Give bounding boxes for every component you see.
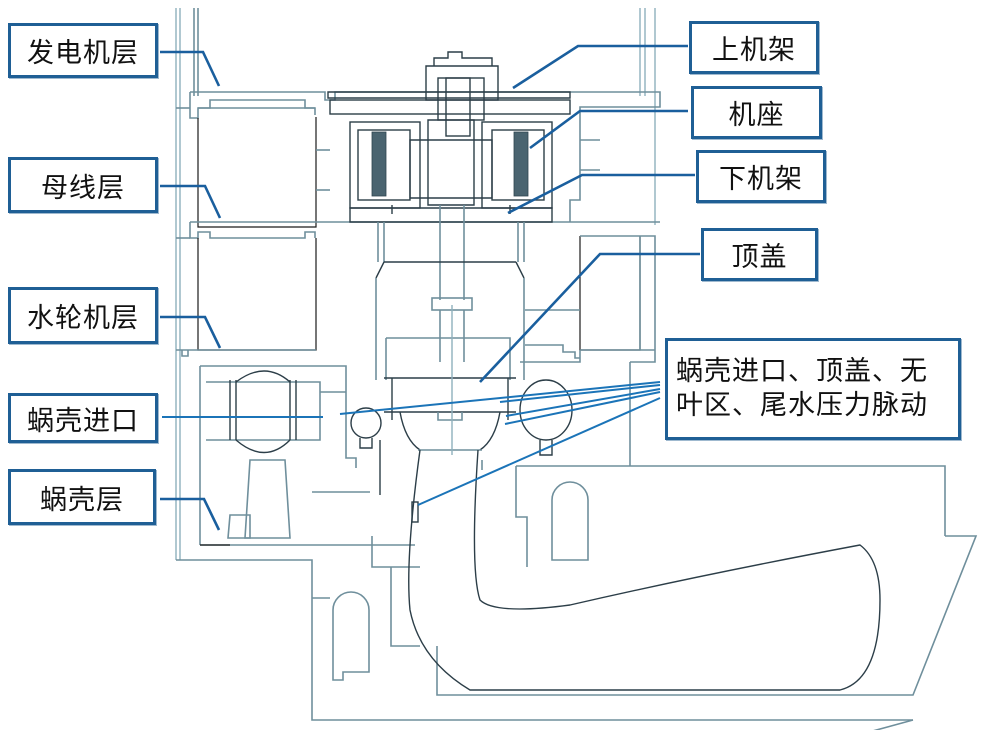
label-text: 母线层 xyxy=(41,172,125,204)
label-spiral-case-floor: 蜗壳层 xyxy=(8,469,156,525)
label-busbar-floor: 母线层 xyxy=(8,157,158,213)
label-text-line-1: 蜗壳进口、顶盖、无 xyxy=(676,356,928,387)
leader-stator-base xyxy=(529,109,688,150)
label-text: 上机架 xyxy=(712,35,796,66)
leader-pressure-pulsation xyxy=(339,381,661,506)
label-text: 顶盖 xyxy=(731,242,788,273)
leader-busbar-floor xyxy=(160,184,222,219)
label-spiral-case-inlet: 蜗壳进口 xyxy=(8,393,158,443)
leader-lines xyxy=(160,44,700,531)
label-text-line-2: 叶区、尾水压力脉动 xyxy=(676,390,928,421)
leader-lower-bracket xyxy=(507,173,695,215)
generator xyxy=(327,51,571,262)
leader-upper-bracket xyxy=(512,44,688,90)
label-turbine-floor: 水轮机层 xyxy=(8,287,158,344)
label-stator-base: 机座 xyxy=(691,86,822,139)
label-upper-bracket: 上机架 xyxy=(689,21,819,74)
label-text: 蜗壳层 xyxy=(40,484,124,516)
powerhouse-structure xyxy=(175,8,978,730)
label-text: 蜗壳进口 xyxy=(27,405,139,437)
leader-generator-floor xyxy=(160,50,221,87)
leader-turbine-floor xyxy=(160,315,222,349)
label-text: 发电机层 xyxy=(27,38,139,69)
label-head-cover: 顶盖 xyxy=(701,228,818,281)
label-generator-floor: 发电机层 xyxy=(8,23,158,78)
label-lower-bracket: 下机架 xyxy=(696,150,826,203)
label-text: 下机架 xyxy=(719,164,803,195)
label-text: 水轮机层 xyxy=(27,303,139,334)
label-pressure-pulsation: 蜗壳进口、顶盖、无 叶区、尾水压力脉动 xyxy=(665,338,961,440)
leader-head-cover xyxy=(479,252,700,383)
leader-spiral-case-floor xyxy=(160,497,221,531)
turbine xyxy=(206,205,881,691)
label-text: 机座 xyxy=(728,100,785,131)
